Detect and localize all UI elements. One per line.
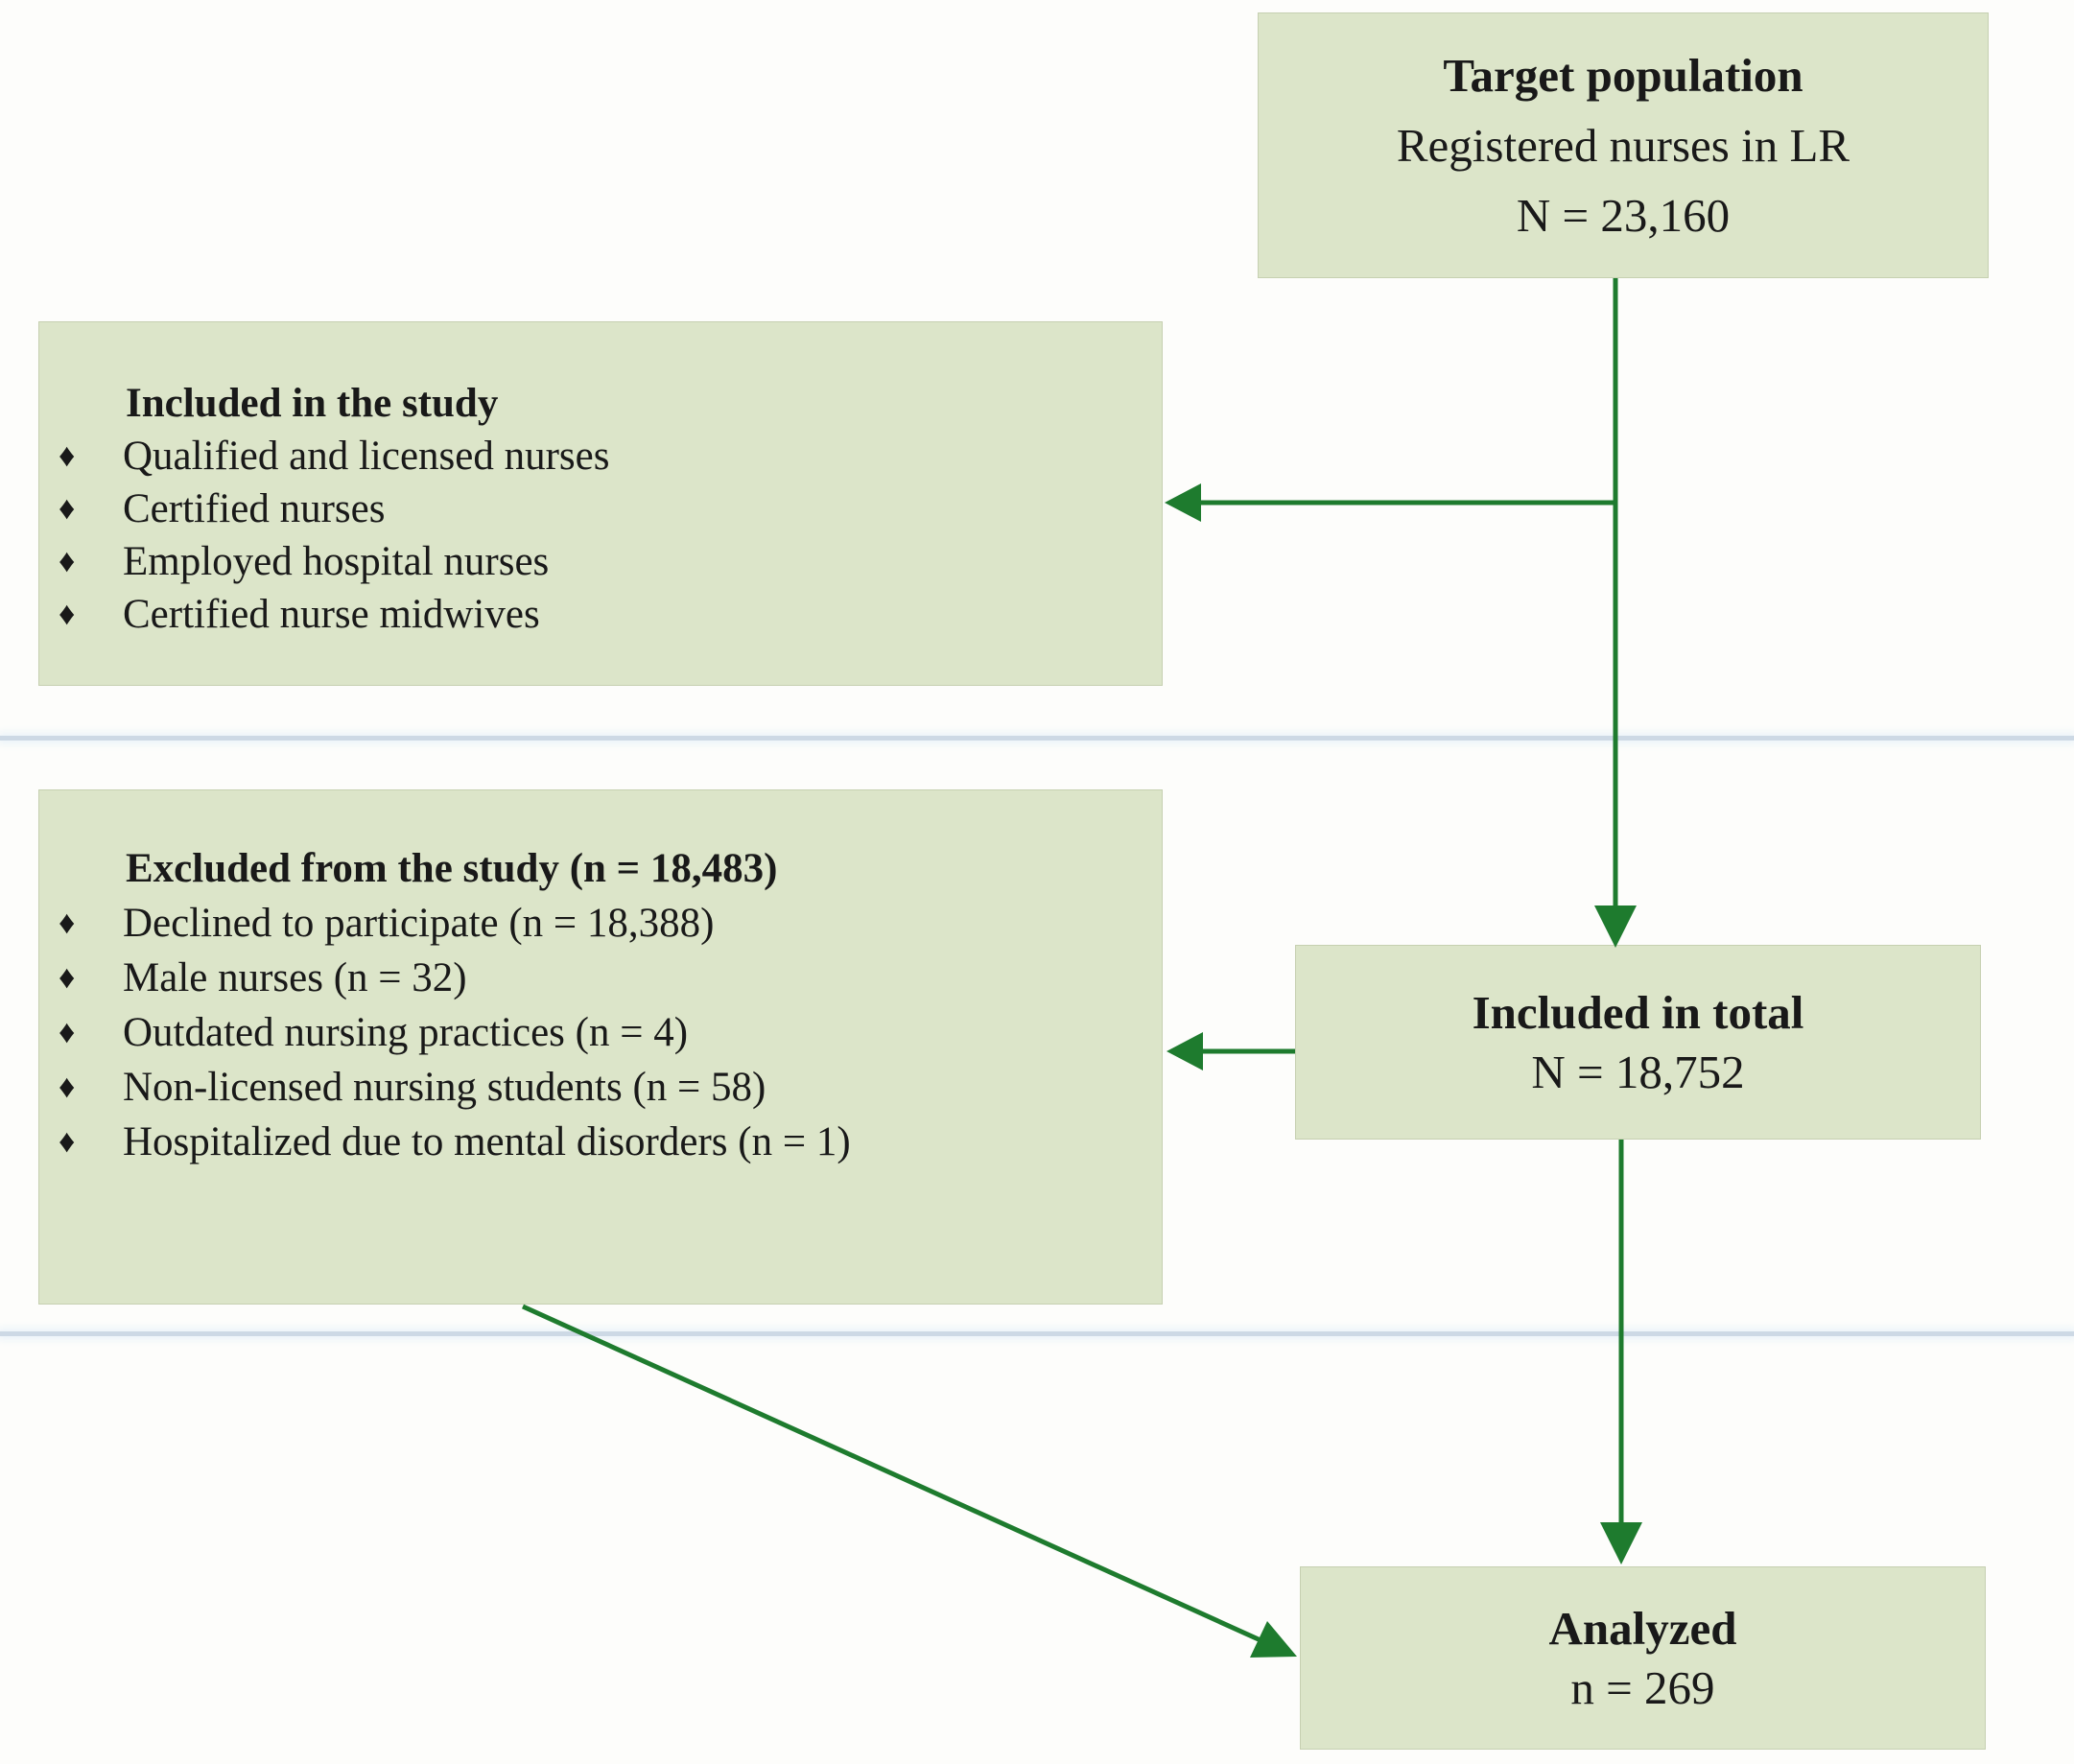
target-population-description: Registered nurses in LR [1396,119,1850,172]
arrowhead-total-to-analyzed-icon [1600,1522,1642,1564]
included-item: ♦ Employed hospital nurses [39,535,1162,588]
excluded-item: ♦ Outdated nursing practices (n = 4) [39,1005,1162,1060]
included-item-label: Certified nurses [123,486,386,531]
excluded-item-label: Declined to participate (n = 18,388) [123,901,715,946]
excluded-item: ♦ Hospitalized due to mental disorders (… [39,1115,1162,1169]
excluded-item: ♦ Non-licensed nursing students (n = 58) [39,1060,1162,1115]
arrow-line-excluded-to-analyzed [521,1304,1262,1643]
analyzed-title: Analyzed [1548,1601,1737,1655]
target-population-box: Target population Registered nurses in L… [1258,12,1989,278]
excluded-from-study-box: Excluded from the study (n = 18,483) ♦ D… [38,789,1163,1305]
arrowhead-total-to-excluded-icon [1167,1032,1203,1070]
analyzed-box: Analyzed n = 269 [1300,1566,1986,1750]
included-item-label: Certified nurse midwives [123,592,540,637]
target-population-title: Target population [1443,49,1803,102]
excluded-item-label: Hospitalized due to mental disorders (n … [123,1119,851,1164]
target-population-count: N = 23,160 [1516,189,1731,242]
excluded-item-label: Outdated nursing practices (n = 4) [123,1010,689,1055]
diamond-bullet-icon: ♦ [59,597,76,632]
included-in-total-title: Included in total [1472,985,1804,1039]
diamond-bullet-icon: ♦ [59,1015,76,1050]
included-item-label: Employed hospital nurses [123,539,550,584]
included-in-total-box: Included in total N = 18,752 [1295,945,1981,1140]
excluded-item: ♦ Male nurses (n = 32) [39,951,1162,1005]
excluded-item: ♦ Declined to participate (n = 18,388) [39,896,1162,951]
included-item-label: Qualified and licensed nurses [123,434,610,479]
included-in-study-box: Included in the study ♦ Qualified and li… [38,321,1163,686]
excluded-item-label: Non-licensed nursing students (n = 58) [123,1065,766,1110]
included-item: ♦ Qualified and licensed nurses [39,430,1162,482]
included-item: ♦ Certified nurse midwives [39,588,1162,641]
included-item: ♦ Certified nurses [39,482,1162,535]
diamond-bullet-icon: ♦ [59,1124,76,1160]
diamond-bullet-icon: ♦ [59,544,76,579]
included-in-study-title: Included in the study [126,381,499,426]
diamond-bullet-icon: ♦ [59,491,76,527]
diamond-bullet-icon: ♦ [59,1070,76,1105]
diamond-bullet-icon: ♦ [59,906,76,941]
diamond-bullet-icon: ♦ [59,960,76,996]
section-divider-bottom [0,1331,2074,1336]
analyzed-count: n = 269 [1570,1660,1715,1714]
excluded-from-study-title: Excluded from the study (n = 18,483) [126,846,778,891]
arrowhead-target-to-included-icon [1165,483,1201,522]
section-divider-top [0,736,2074,741]
arrowhead-excluded-to-analyzed-icon [1250,1621,1297,1658]
excluded-item-label: Male nurses (n = 32) [123,955,467,1000]
diamond-bullet-icon: ♦ [59,438,76,474]
included-in-total-count: N = 18,752 [1531,1045,1745,1098]
arrowhead-target-to-total-icon [1594,906,1637,948]
